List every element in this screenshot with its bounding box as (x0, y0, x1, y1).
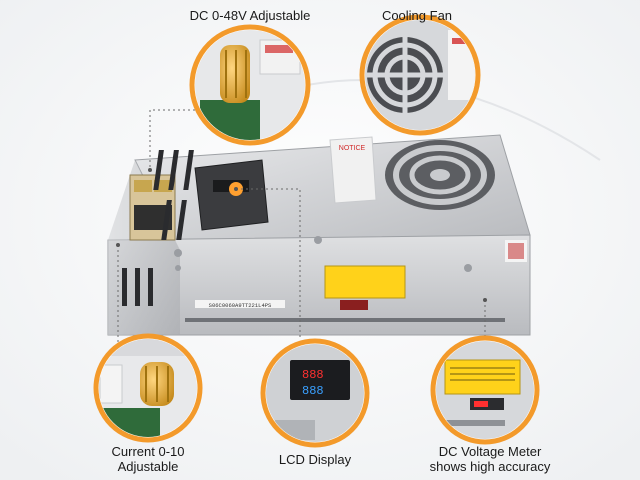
notice-sticker-text: NOTICE (339, 145, 366, 152)
current-adjust-label-line2: Adjustable (117, 459, 179, 474)
power-supply-unit: NOTICE (107, 134, 531, 336)
callout-lcd-display: 888 888 (260, 338, 370, 448)
current-adjust-label: Current 0-10 Adjustable (78, 444, 218, 474)
callout-voltage-meter (430, 335, 540, 445)
svg-text:888: 888 (302, 368, 324, 382)
cooling-fan (385, 140, 495, 210)
current-adjust-label-line1: Current 0-10 (111, 444, 185, 459)
current-knob-icon (99, 339, 197, 437)
callout-voltage-knob (189, 24, 311, 146)
voltage-adjust-label: DC 0-48V Adjustable (189, 8, 311, 23)
voltage-meter-icon (436, 341, 534, 439)
lcd-display-icon: 888 888 (266, 344, 364, 442)
voltage-meter-label-line2: shows high accuracy (429, 459, 551, 474)
voltage-knob-icon (195, 30, 305, 140)
callout-cooling-fan (359, 14, 481, 136)
cooling-fan-label: Cooling Fan (381, 8, 453, 23)
voltage-meter-label-line1: DC Voltage Meter (438, 444, 542, 459)
voltage-meter-label: DC Voltage Meter shows high accuracy (410, 444, 570, 474)
serial-number: S06C0060A9TT221L4PS (209, 302, 272, 309)
cooling-fan-icon (365, 20, 475, 130)
callout-current-knob (93, 333, 203, 443)
lcd-display-label: LCD Display (278, 452, 352, 467)
svg-text:888: 888 (302, 384, 324, 398)
lcd-panel-top (194, 159, 269, 231)
